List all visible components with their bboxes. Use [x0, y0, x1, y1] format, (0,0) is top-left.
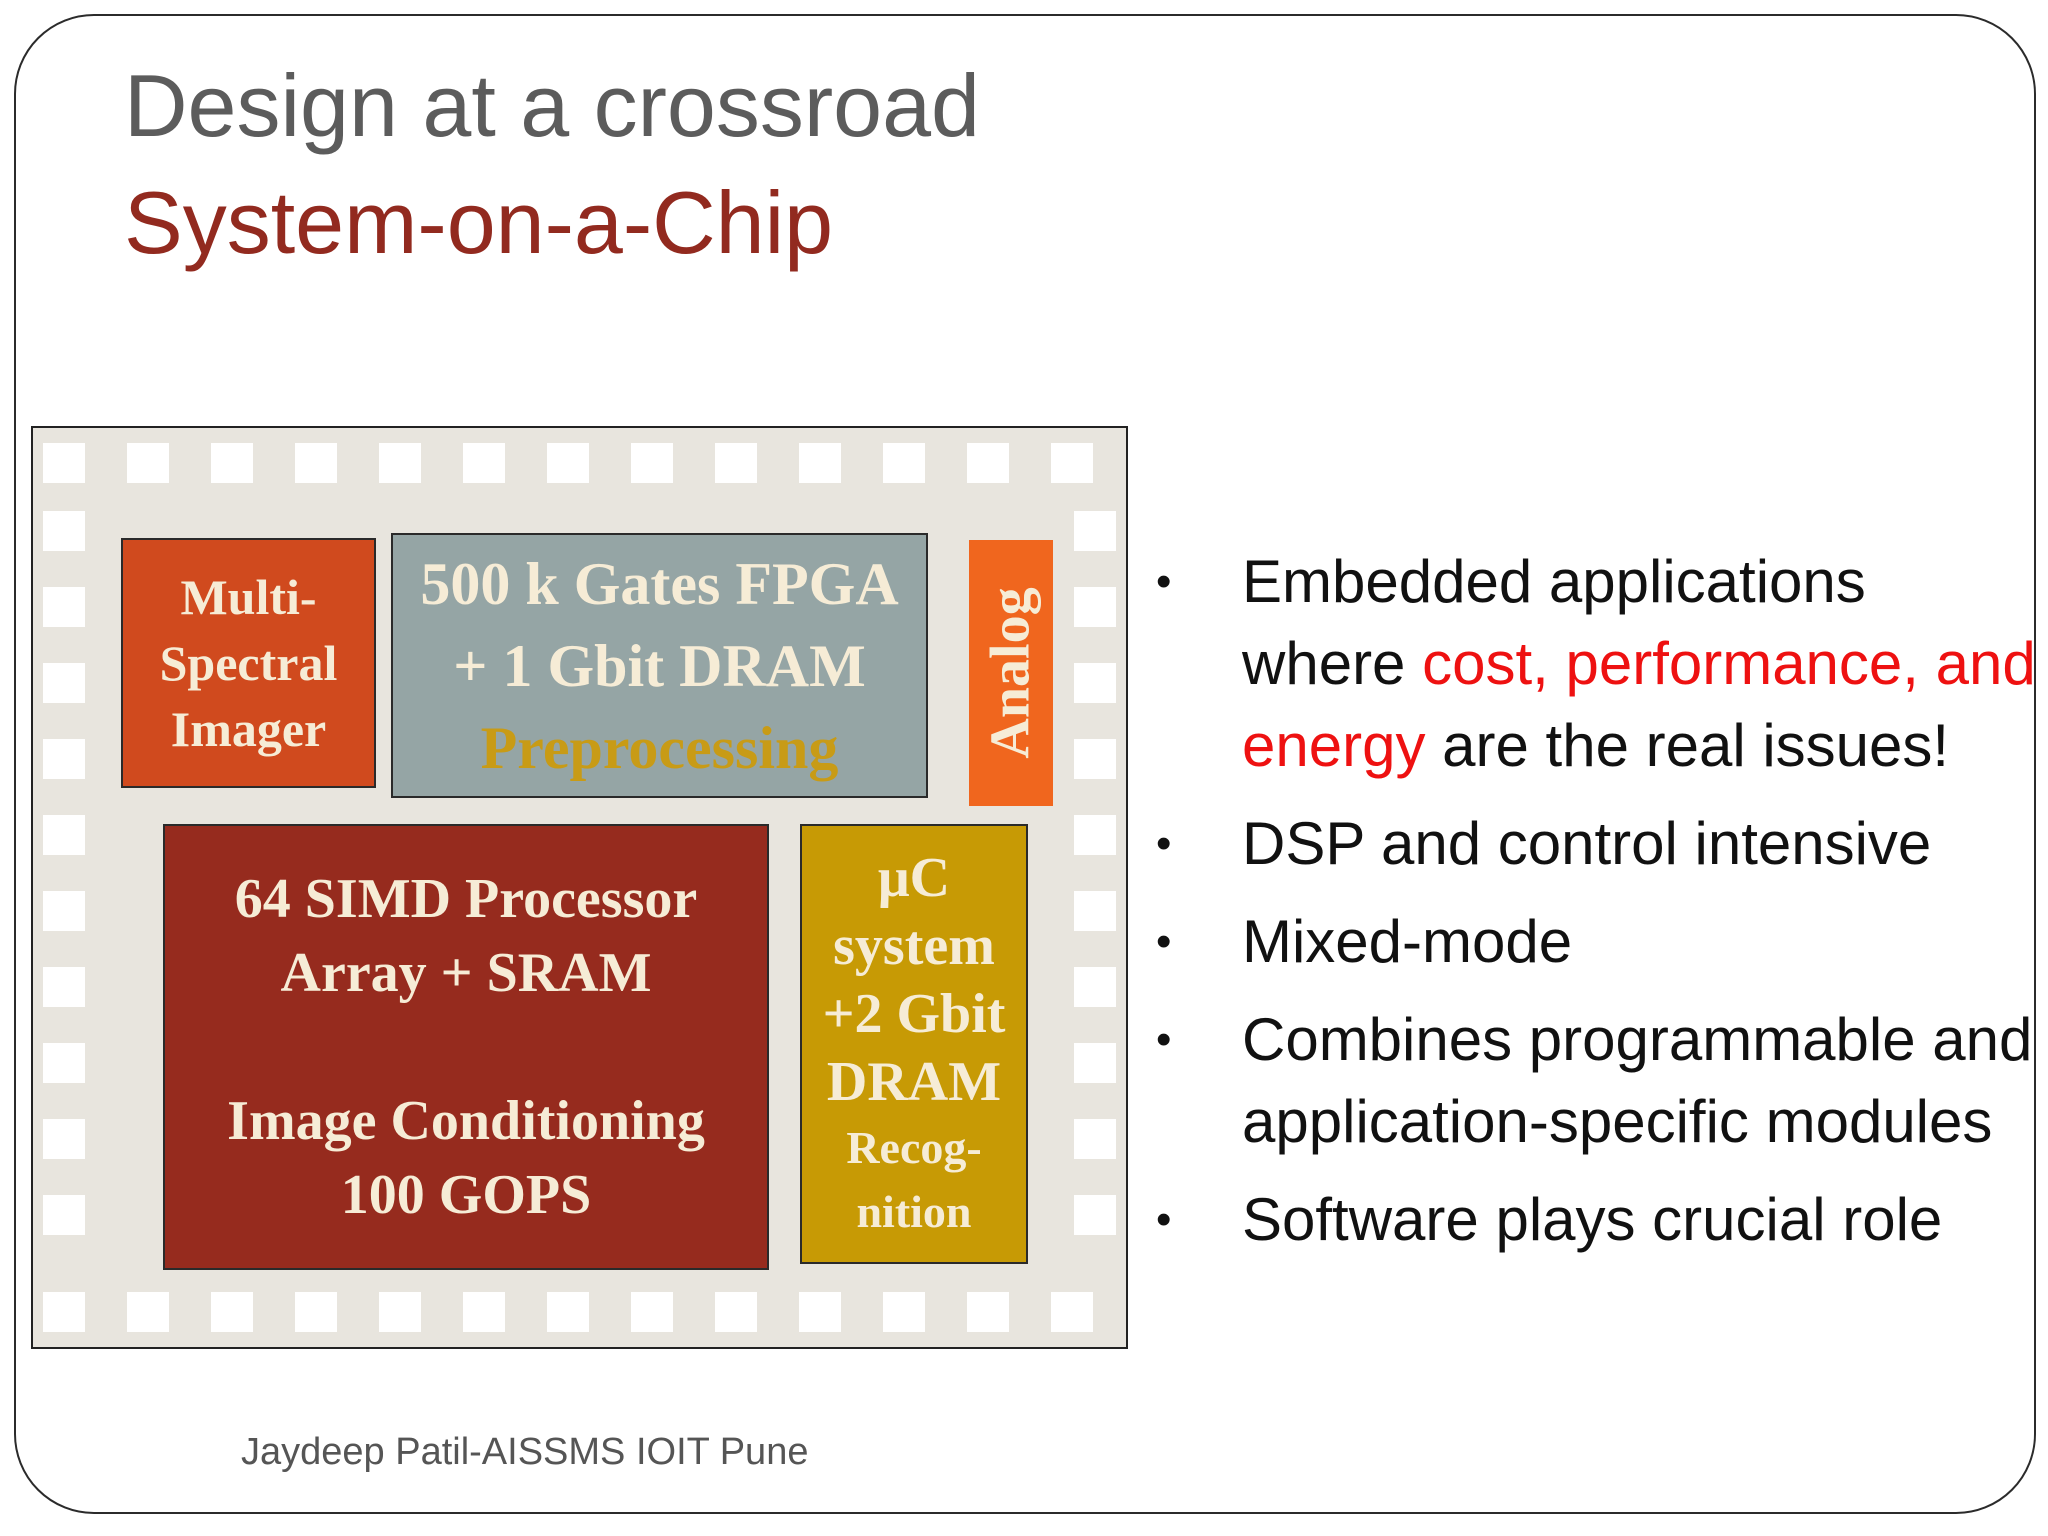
- slide-title-line1: Design at a crossroad: [124, 56, 980, 155]
- bullet-item: • Embedded applications where cost, perf…: [1156, 541, 2036, 787]
- chip-pad: [127, 443, 169, 483]
- chip-pad: [1074, 511, 1116, 551]
- chip-pad: [715, 1292, 757, 1332]
- uc-label-line2: system: [833, 915, 995, 977]
- chip-pad: [631, 443, 673, 483]
- uc-label-line5: Recog-: [846, 1122, 982, 1173]
- fpga-label-line2: + 1 Gbit DRAM: [453, 632, 866, 699]
- chip-pad: [1074, 1119, 1116, 1159]
- bullet-1-text-a: Embedded applications where: [1242, 548, 1866, 697]
- chip-pad: [1074, 739, 1116, 779]
- chip-pad: [43, 587, 85, 627]
- chip-pad: [1074, 1043, 1116, 1083]
- chip-pad: [43, 967, 85, 1007]
- chip-pad: [1074, 891, 1116, 931]
- soc-chip-diagram: Multi- Spectral Imager 500 k Gates FPGA …: [31, 426, 1128, 1349]
- bullet-item: • DSP and control intensive: [1156, 803, 2034, 885]
- simd-processor-block: 64 SIMD Processor Array + SRAM Image Con…: [163, 824, 769, 1270]
- chip-pad: [43, 815, 85, 855]
- bullet-item: • Combines programmable and application-…: [1156, 999, 2034, 1163]
- chip-pad: [379, 1292, 421, 1332]
- bullet-marker: •: [1156, 819, 1172, 868]
- chip-pad: [43, 1119, 85, 1159]
- chip-pad: [379, 443, 421, 483]
- bullet-4-text: Combines programmable and application-sp…: [1242, 1006, 2033, 1155]
- chip-pad: [1051, 443, 1093, 483]
- chip-pad: [1074, 1195, 1116, 1235]
- simd-label-line2: Array + SRAM: [280, 942, 652, 1004]
- bullet-1-highlight: cost, performance, and energy: [1242, 630, 2036, 779]
- bullet-marker: •: [1156, 557, 1172, 606]
- microcontroller-block: μC system +2 Gbit DRAM Recog- nition: [800, 824, 1028, 1264]
- chip-pad: [1074, 967, 1116, 1007]
- bullet-2-text: DSP and control intensive: [1242, 810, 1932, 877]
- uc-label-line4: DRAM: [826, 1051, 1002, 1113]
- imager-label-line2: Spectral: [159, 635, 338, 691]
- bullet-item: • Software plays crucial role: [1156, 1179, 2034, 1261]
- chip-pad: [463, 1292, 505, 1332]
- bullet-marker: •: [1156, 917, 1172, 966]
- chip-pad: [631, 1292, 673, 1332]
- chip-pad: [547, 1292, 589, 1332]
- bullet-marker: •: [1156, 1015, 1172, 1064]
- chip-pad: [1051, 1292, 1093, 1332]
- chip-pad: [547, 443, 589, 483]
- simd-label-line4: 100 GOPS: [340, 1164, 592, 1226]
- chip-pad: [127, 1292, 169, 1332]
- uc-label-line3: +2 Gbit: [822, 983, 1006, 1045]
- simd-label-line3: Image Conditioning: [227, 1090, 705, 1152]
- chip-pad: [43, 511, 85, 551]
- chip-pad: [463, 443, 505, 483]
- analog-label: Analog: [980, 587, 1042, 759]
- chip-pad: [43, 1195, 85, 1235]
- chip-pad: [799, 1292, 841, 1332]
- bullet-marker: •: [1156, 1195, 1172, 1244]
- chip-pad: [295, 1292, 337, 1332]
- slide-footer: Jaydeep Patil-AISSMS IOIT Pune: [241, 1431, 809, 1473]
- chip-pad: [883, 443, 925, 483]
- chip-pad: [43, 1292, 85, 1332]
- fpga-label-line3: Preprocessing: [480, 714, 839, 781]
- chip-pad: [211, 1292, 253, 1332]
- chip-pad: [1074, 815, 1116, 855]
- analog-block: Analog: [969, 540, 1053, 806]
- chip-pad: [883, 1292, 925, 1332]
- bullet-item: • Mixed-mode: [1156, 901, 2034, 983]
- slide-frame: Design at a crossroad System-on-a-Chip M…: [14, 14, 2036, 1514]
- multi-spectral-imager-block: Multi- Spectral Imager: [121, 538, 376, 788]
- simd-label-line1: 64 SIMD Processor: [234, 868, 698, 930]
- chip-pad: [43, 443, 85, 483]
- chip-pad: [1074, 587, 1116, 627]
- bullet-list: • Embedded applications where cost, perf…: [1156, 541, 2036, 1277]
- bullet-3-text: Mixed-mode: [1242, 908, 1573, 975]
- fpga-label-line1: 500 k Gates FPGA: [420, 550, 899, 617]
- chip-pad: [211, 443, 253, 483]
- chip-pad: [799, 443, 841, 483]
- bullet-5-text: Software plays crucial role: [1242, 1186, 1943, 1253]
- uc-label-line1: μC: [877, 847, 951, 909]
- chip-pad: [43, 1043, 85, 1083]
- imager-label-line3: Imager: [170, 701, 327, 757]
- slide-title-line2: System-on-a-Chip: [124, 173, 834, 272]
- chip-pad: [43, 663, 85, 703]
- bullet-1-text-b: are the real issues!: [1425, 712, 1950, 779]
- chip-pad: [43, 739, 85, 779]
- imager-label-line1: Multi-: [180, 569, 317, 625]
- chip-pad: [967, 1292, 1009, 1332]
- fpga-block: 500 k Gates FPGA + 1 Gbit DRAM Preproces…: [391, 533, 928, 798]
- chip-pad: [1074, 663, 1116, 703]
- chip-pad: [43, 891, 85, 931]
- chip-pad: [295, 443, 337, 483]
- chip-pad: [715, 443, 757, 483]
- chip-pad: [967, 443, 1009, 483]
- uc-label-line6: nition: [856, 1186, 972, 1237]
